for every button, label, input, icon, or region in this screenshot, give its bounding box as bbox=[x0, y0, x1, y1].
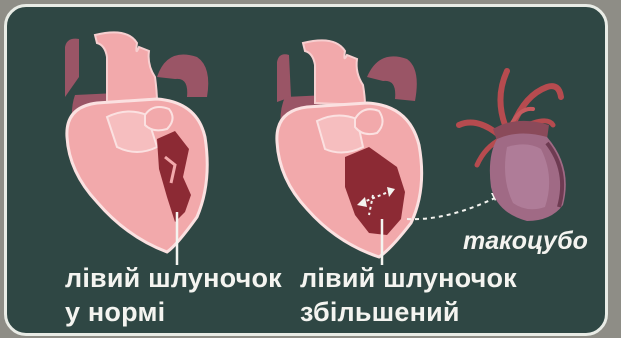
normal-ventricle-label-line1: лівий шлуночок bbox=[65, 261, 282, 295]
takotsubo-pot-icon bbox=[459, 71, 566, 221]
normal-ventricle-label-line2: у нормі bbox=[65, 295, 165, 329]
enlarged-ventricle-label-line1: лівий шлуночок bbox=[300, 261, 517, 295]
enlarged-ventricle-label-line2: збільшений bbox=[300, 295, 460, 329]
diagram-panel: лівий шлуночок у нормі лівий шлуночок зб… bbox=[4, 4, 608, 336]
takotsubo-label: такоцубо bbox=[463, 227, 588, 256]
normal-heart-icon bbox=[65, 32, 208, 265]
